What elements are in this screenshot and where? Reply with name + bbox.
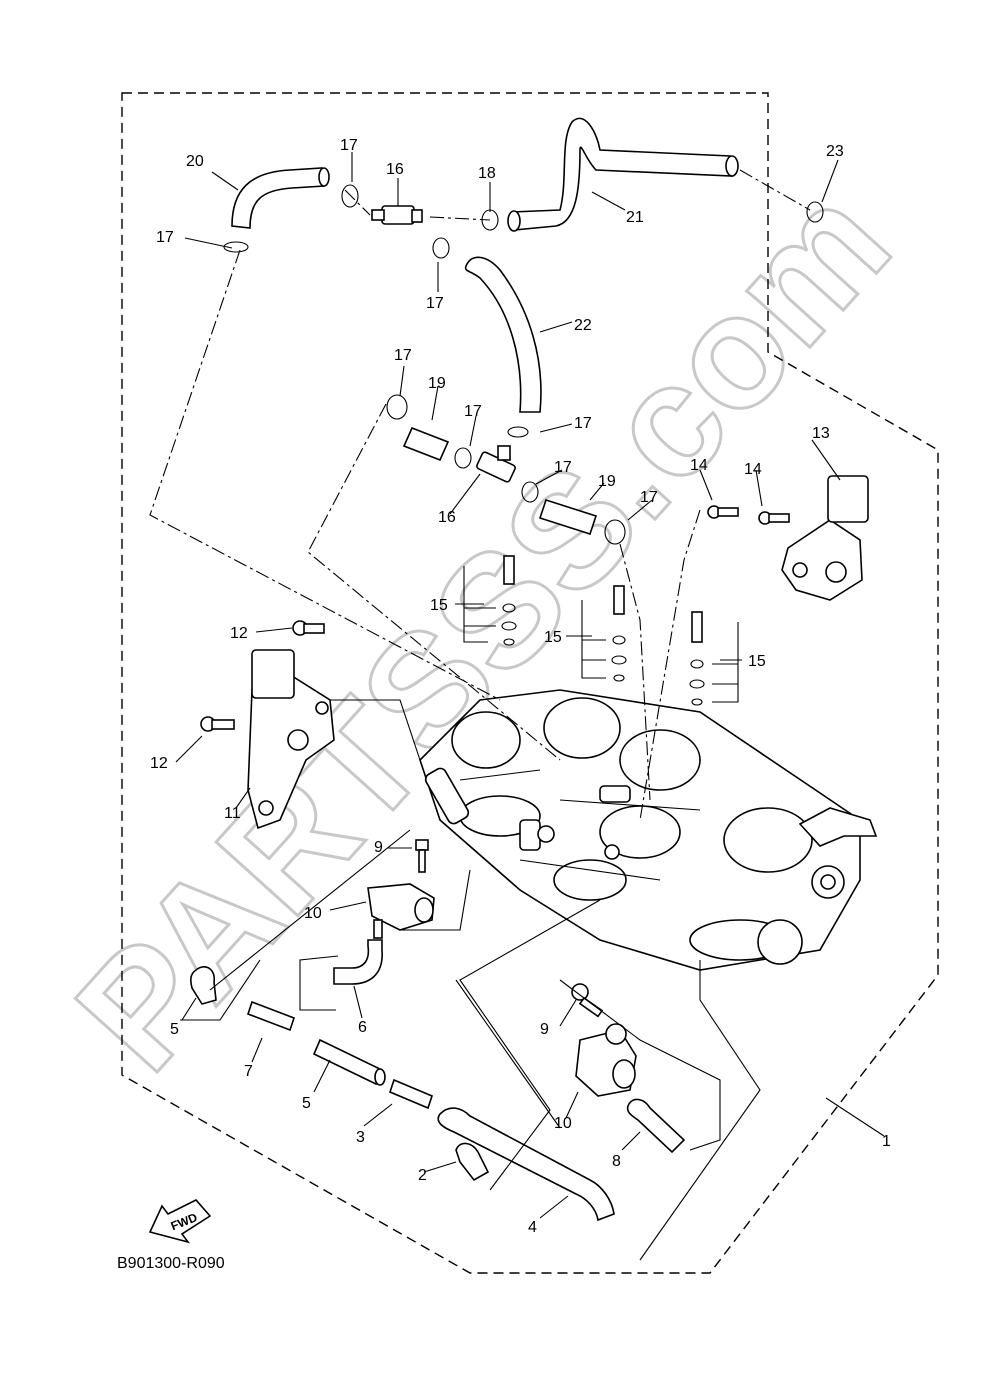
clip-17-h <box>604 519 626 545</box>
route-line-a <box>149 249 501 701</box>
callout-17: 17 <box>640 489 658 506</box>
leader-box-lower <box>299 869 761 1261</box>
clip-17-e <box>386 394 408 420</box>
callout-21: 21 <box>626 209 644 226</box>
route-line-e <box>639 509 701 821</box>
cap-5-a <box>190 966 217 1005</box>
callout-19: 19 <box>428 375 446 392</box>
hose-4 <box>437 1107 615 1222</box>
callout-17: 17 <box>394 347 412 364</box>
hose-20-end <box>318 167 330 187</box>
clip-17-c <box>432 237 450 259</box>
callout-15: 15 <box>748 653 766 670</box>
hose-22 <box>464 256 542 413</box>
sensor-13 <box>781 475 869 601</box>
callout-17: 17 <box>464 403 482 420</box>
callout-12: 12 <box>230 625 248 642</box>
clip-17-g <box>521 481 539 503</box>
callout-7: 7 <box>244 1063 253 1080</box>
hose-19-a <box>402 426 450 462</box>
callout-17: 17 <box>554 459 572 476</box>
screw-set-15-c <box>689 611 705 706</box>
callout-19: 19 <box>598 473 616 490</box>
joint-3 <box>389 1078 433 1110</box>
clip-17-f <box>454 447 472 469</box>
callout-17: 17 <box>156 229 174 246</box>
valve-16-lower <box>476 445 516 483</box>
leader-box-left <box>180 699 421 1021</box>
callout-9: 9 <box>374 839 383 856</box>
clip-17-b <box>341 184 359 208</box>
hose-21 <box>511 117 733 231</box>
screw-12-b <box>200 716 235 732</box>
screw-set-15-b <box>611 585 627 682</box>
screw-9-a <box>415 839 429 873</box>
callout-17: 17 <box>574 415 592 432</box>
callout-17: 17 <box>426 295 444 312</box>
joint-7 <box>246 1000 296 1032</box>
callout-13: 13 <box>812 425 830 442</box>
bracket-15-c <box>712 622 739 703</box>
hose-21-end-b <box>725 155 739 177</box>
hose-5-b-end <box>374 1068 386 1086</box>
sensor-11 <box>247 649 335 830</box>
callout-2: 2 <box>418 1167 427 1184</box>
bracket-15-a <box>463 566 496 643</box>
callout-14: 14 <box>690 457 708 474</box>
diagram-code: B901300-R090 <box>117 1255 225 1272</box>
bracket-15-b <box>581 600 606 679</box>
route-line-c <box>344 169 811 221</box>
clip-23 <box>806 201 824 223</box>
valve-16-upper <box>371 205 423 225</box>
callout-5: 5 <box>170 1021 179 1038</box>
callout-4: 4 <box>528 1219 537 1236</box>
callout-22: 22 <box>574 317 592 334</box>
screw-9-b <box>571 983 604 1018</box>
callout-3: 3 <box>356 1129 365 1146</box>
hose-21-end <box>507 210 521 232</box>
callout-9: 9 <box>540 1021 549 1038</box>
leader-ticks <box>175 152 885 1219</box>
screw-set-15-a <box>501 555 517 646</box>
callout-6: 6 <box>358 1019 367 1036</box>
hose-6 <box>333 939 383 985</box>
hose-20 <box>231 167 325 229</box>
callout-16: 16 <box>386 161 404 178</box>
callout-15: 15 <box>430 597 448 614</box>
clip-17-a <box>223 241 249 253</box>
route-line-b <box>307 403 561 761</box>
hose-2 <box>455 1142 490 1182</box>
hose-5-b <box>312 1038 384 1086</box>
callout-17: 17 <box>340 137 358 154</box>
callout-16: 16 <box>438 509 456 526</box>
hose-8 <box>626 1098 686 1154</box>
callout-8: 8 <box>612 1153 621 1170</box>
screw-14-a <box>707 505 739 519</box>
hose-19-b <box>538 498 598 536</box>
callout-23: 23 <box>826 143 844 160</box>
callout-10: 10 <box>304 905 322 922</box>
callout-14: 14 <box>744 461 762 478</box>
callout-15: 15 <box>544 629 562 646</box>
callout-10: 10 <box>554 1115 572 1132</box>
screw-14-b <box>758 511 790 525</box>
callout-5: 5 <box>302 1095 311 1112</box>
callout-20: 20 <box>186 153 204 170</box>
callout-18: 18 <box>478 165 496 182</box>
callout-12: 12 <box>150 755 168 772</box>
callout-11: 11 <box>224 805 241 822</box>
screw-12-a <box>292 620 325 636</box>
callout-1: 1 <box>882 1133 891 1150</box>
sensor-10-a <box>367 883 435 939</box>
sensor-10-b <box>575 1023 637 1097</box>
route-line-d <box>619 543 651 801</box>
clip-17-d <box>507 426 529 438</box>
fwd-arrow: FWD <box>148 1199 212 1244</box>
throttle-body <box>419 689 878 971</box>
